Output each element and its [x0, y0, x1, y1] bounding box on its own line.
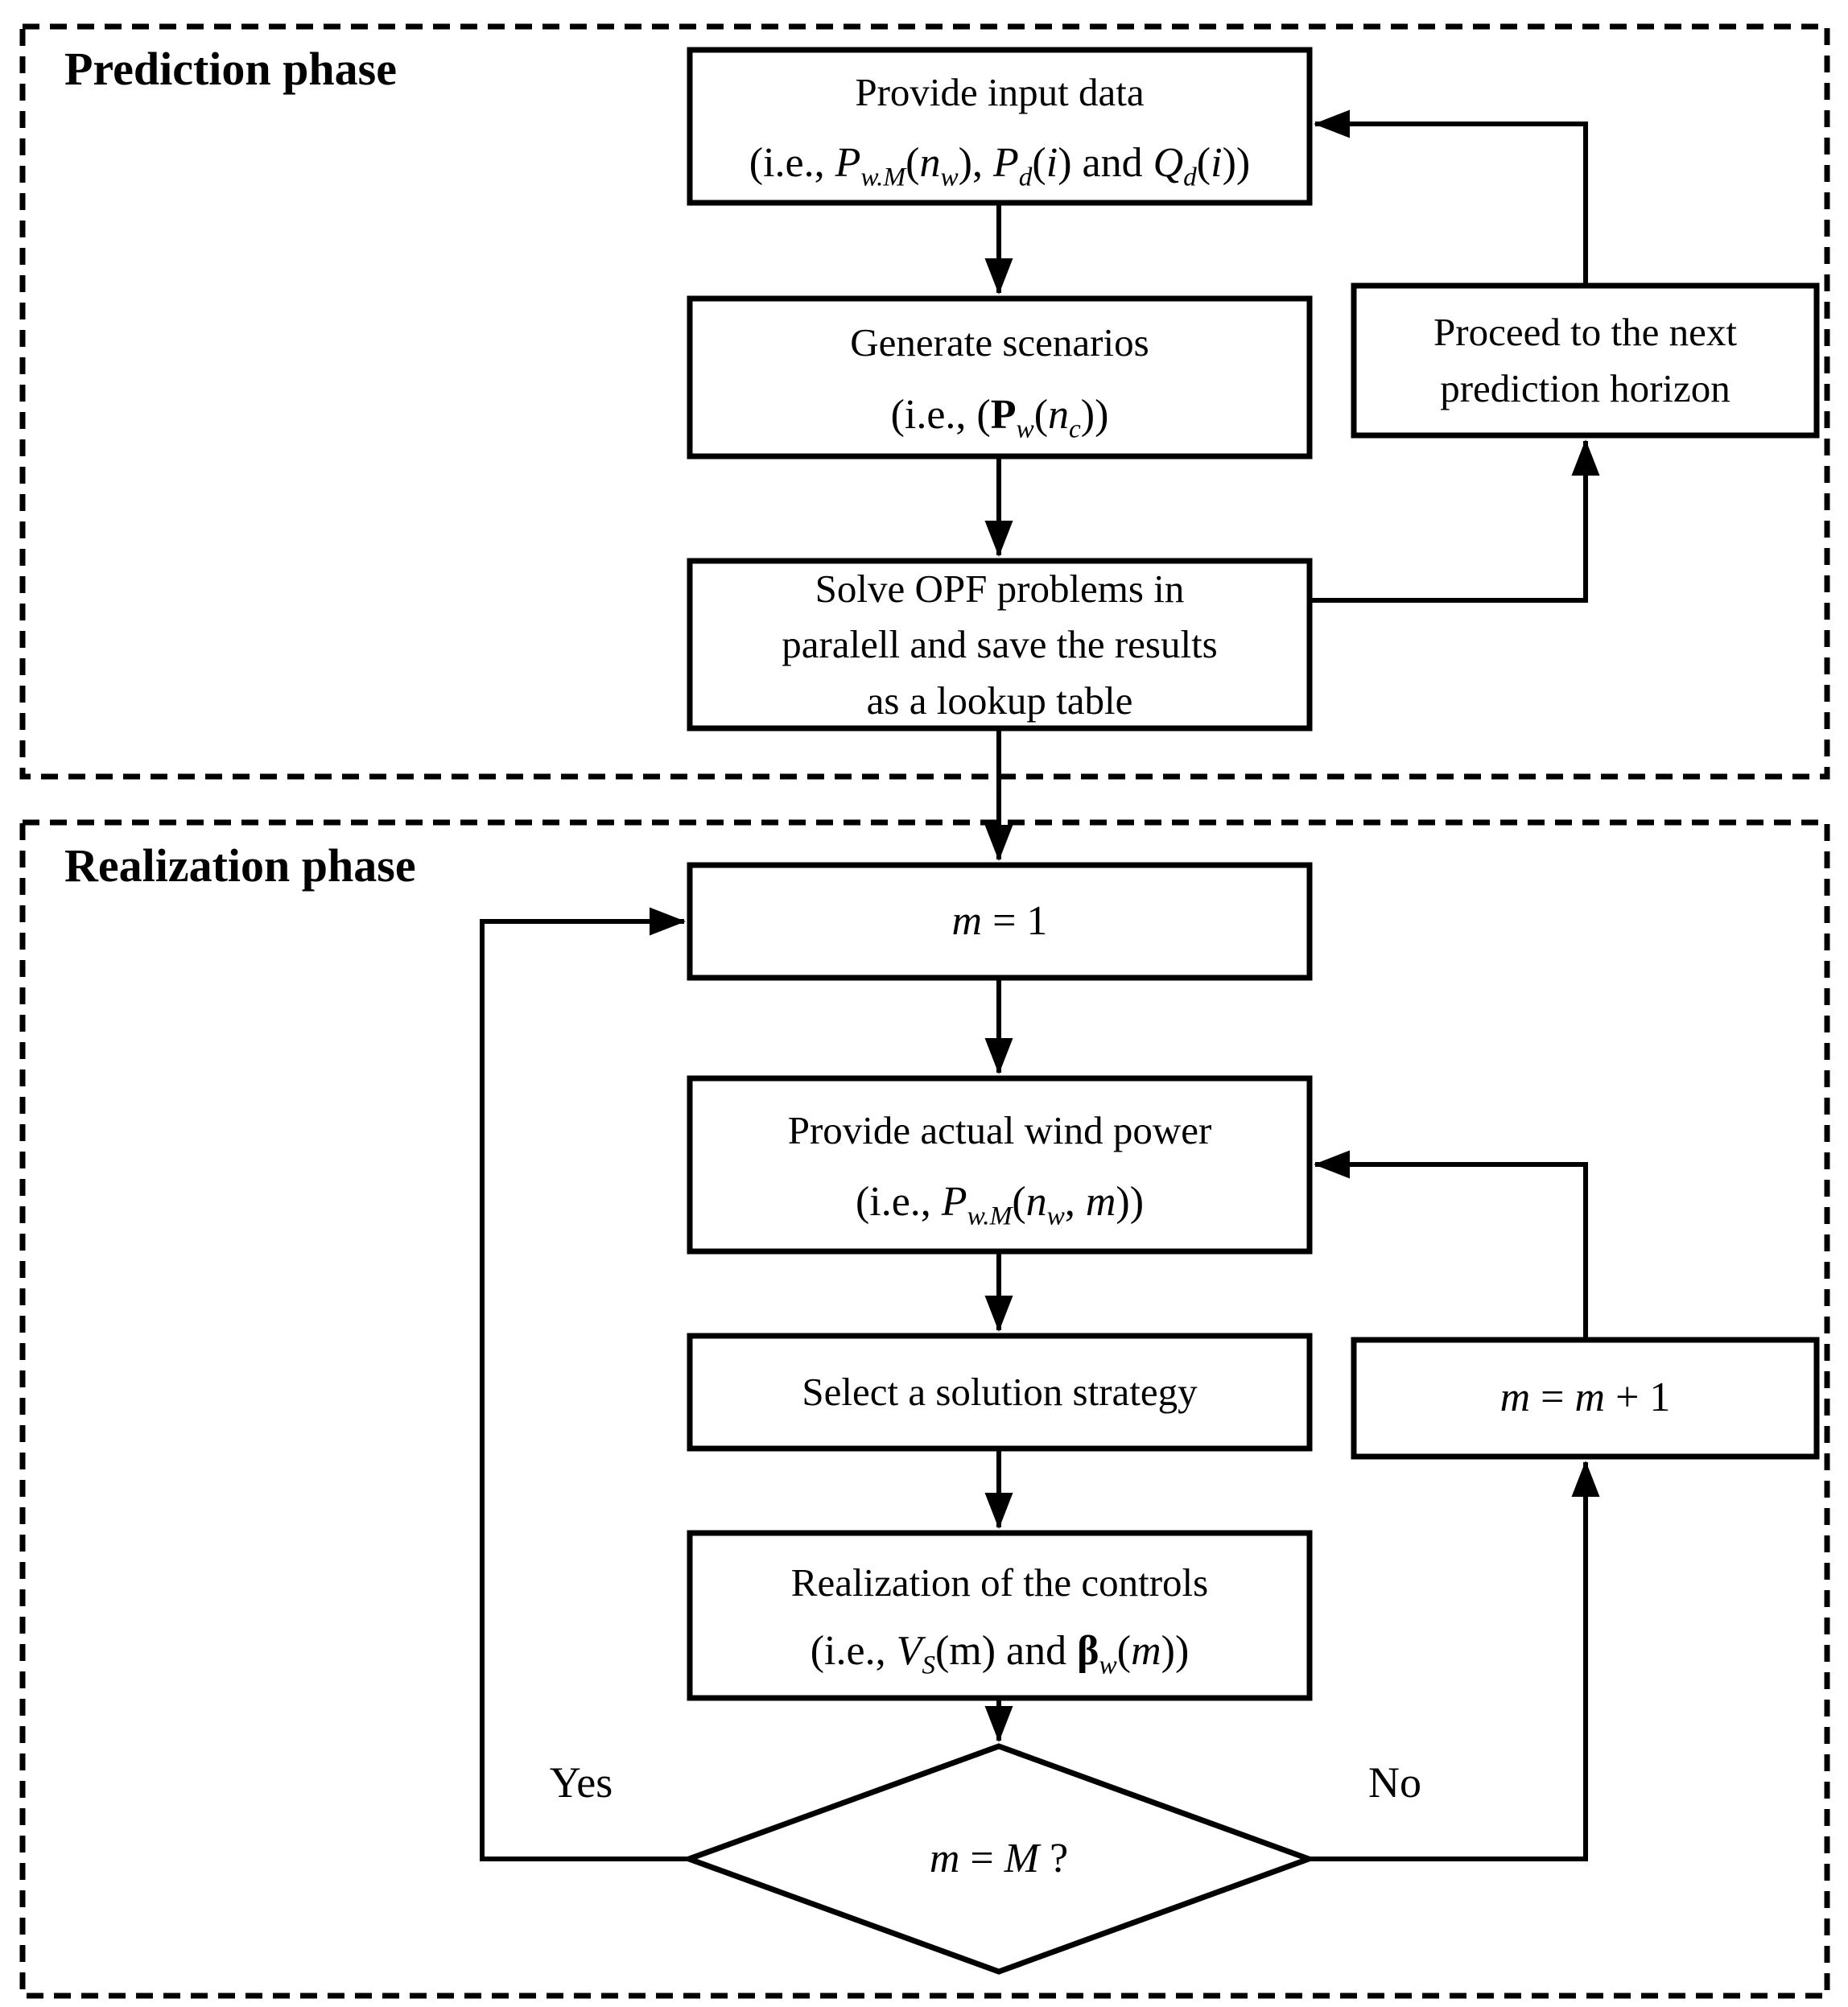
prediction-phase-label: Prediction phase	[64, 43, 397, 95]
decision-text: m = M ?	[757, 1807, 1240, 1911]
provide-input-formula: (i.e., Pw.M(nw), Pd(i) and Qd(i))	[749, 139, 1251, 192]
provide-wind-title: Provide actual wind power	[787, 1107, 1212, 1152]
m-init-text: m = 1	[690, 865, 1310, 978]
proceed-next-horizon-text: Proceed to the next prediction horizon	[1354, 286, 1817, 435]
proceed-next-horizon-box	[1351, 282, 1820, 439]
arrow-decision-yes-to-minit	[480, 907, 689, 1861]
solve-opf-text: Solve OPF problems in paralell and save …	[690, 561, 1310, 728]
provide-wind-power-box	[687, 1075, 1313, 1255]
select-strategy-title: Select a solution strategy	[802, 1370, 1198, 1415]
decision-diamond	[680, 1743, 1318, 1975]
decision-formula: m = M ?	[929, 1835, 1069, 1881]
solve-opf-line-3: as a lookup table	[866, 678, 1133, 723]
m-init-box	[687, 862, 1313, 981]
solve-opf-line-1: Solve OPF problems in	[815, 566, 1185, 611]
arrow-proceed-to-input	[1314, 109, 1588, 286]
provide-input-data-box	[687, 47, 1313, 206]
realization-controls-text: Realization of the controls (i.e., VS(m)…	[690, 1533, 1310, 1698]
realization-controls-title: Realization of the controls	[790, 1560, 1209, 1605]
yes-branch-label: Yes	[549, 1758, 613, 1807]
arrow-increment-to-wind	[1314, 1150, 1588, 1340]
provide-input-data-text: Provide input data (i.e., Pw.M(nw), Pd(i…	[690, 50, 1310, 203]
m-increment-text: m = m + 1	[1354, 1340, 1817, 1457]
arrow-opf-to-proceed	[1310, 439, 1600, 603]
solve-opf-line-2: paralell and save the results	[782, 622, 1218, 667]
select-strategy-box	[687, 1333, 1313, 1452]
m-increment-formula: m = m + 1	[1499, 1374, 1671, 1421]
arrow-decision-no-to-increment	[1309, 1461, 1600, 1861]
generate-scenarios-text: Generate scenarios (i.e., (Pw(nc))	[690, 299, 1310, 456]
generate-scenarios-formula: (i.e., (Pw(nc))	[890, 391, 1109, 443]
provide-input-title: Provide input data	[855, 70, 1145, 115]
no-branch-label: No	[1368, 1758, 1421, 1807]
provide-wind-formula: (i.e., Pw.M(nw, m))	[855, 1179, 1145, 1231]
provide-wind-power-text: Provide actual wind power (i.e., Pw.M(nw…	[690, 1078, 1310, 1251]
generate-scenarios-title: Generate scenarios	[850, 320, 1149, 365]
proceed-line-2: prediction horizon	[1440, 366, 1730, 410]
realization-phase-label: Realization phase	[64, 839, 416, 892]
proceed-line-1: Proceed to the next	[1433, 310, 1737, 355]
select-strategy-text: Select a solution strategy	[690, 1336, 1310, 1449]
realization-controls-formula: (i.e., VS(m) and βw(m))	[810, 1628, 1190, 1680]
realization-phase-border	[19, 819, 1830, 1999]
solve-opf-box	[687, 558, 1313, 732]
generate-scenarios-box	[687, 295, 1313, 460]
prediction-phase-border	[19, 23, 1830, 780]
m-init-formula: m = 1	[951, 897, 1048, 944]
m-increment-box	[1351, 1337, 1820, 1460]
realization-controls-box	[687, 1530, 1313, 1701]
